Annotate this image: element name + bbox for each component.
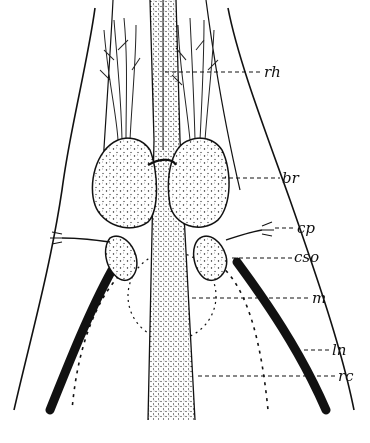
label-ln: ln: [332, 341, 346, 359]
right-ganglion: [168, 138, 229, 227]
right-cerebral-organ: [194, 236, 227, 280]
label-rh: rh: [264, 63, 281, 81]
label-br: br: [282, 169, 300, 187]
left-ganglion: [92, 138, 156, 228]
label-m: m: [312, 289, 326, 307]
label-rc: rc: [338, 367, 354, 385]
label-cp: cp: [297, 219, 315, 237]
label-cso: cso: [294, 248, 319, 266]
left-canal-tuft: [50, 232, 62, 244]
right-cerebral-canal: [226, 230, 262, 240]
right-canal-tuft: [262, 222, 274, 236]
left-cerebral-canal: [62, 238, 110, 242]
